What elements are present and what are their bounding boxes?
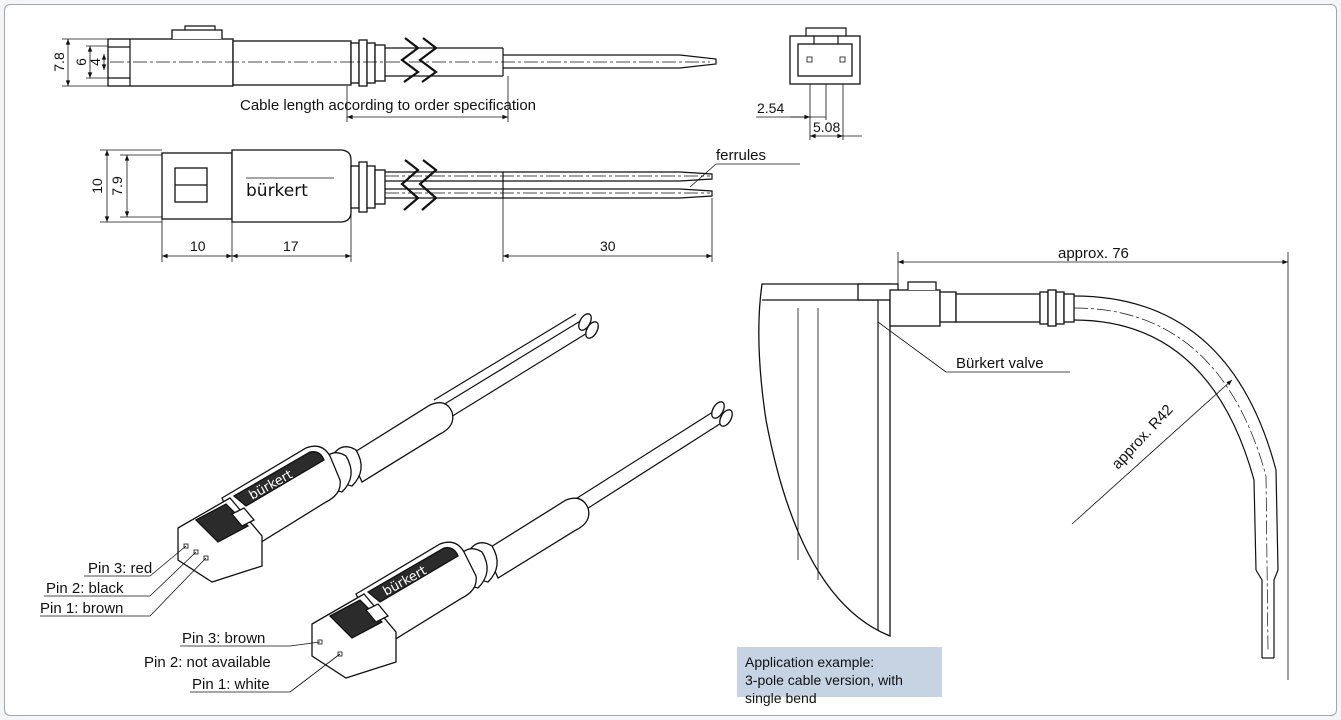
dim-7-8: 7.8 xyxy=(51,52,67,72)
housing xyxy=(232,40,352,86)
note-line-1: Application example: xyxy=(745,654,875,670)
iso-connector-2pole: bürkert Pin 3: brown Pin 2: not availabl… xyxy=(144,401,733,693)
pin3-red-label: Pin 3: red xyxy=(88,560,152,577)
dim-10-length: 10 xyxy=(190,238,206,254)
application-note: Application example: 3-pole cable versio… xyxy=(737,647,942,706)
dim-7-9: 7.9 xyxy=(109,176,125,196)
side-view: 7.8 6 4 Cable length according to order … xyxy=(51,25,717,122)
note-line-2: 3-pole cable version, with single bend xyxy=(745,672,903,706)
pin1-brown-label: Pin 1: brown xyxy=(40,600,123,617)
logo-text: bürkert xyxy=(246,181,308,201)
burkert-valve-label: Bürkert valve xyxy=(956,355,1044,372)
pin1-white-label: Pin 1: white xyxy=(192,676,270,693)
plug-head xyxy=(107,38,234,87)
dim-30: 30 xyxy=(600,238,616,254)
dim-6: 6 xyxy=(73,58,89,66)
front-view: 2.54 5.08 xyxy=(756,27,862,140)
application-example: Bürkert valve approx. R42 approx. 76 xyxy=(758,245,1289,680)
dim-10-height: 10 xyxy=(89,178,105,194)
cable-length-label: Cable length according to order specific… xyxy=(240,97,536,114)
pin2-na-label: Pin 2: not available xyxy=(144,654,271,671)
dim-2-54: 2.54 xyxy=(757,100,784,116)
dim-5-08: 5.08 xyxy=(813,119,840,135)
valve-body xyxy=(758,283,891,637)
pin3-brown-label: Pin 3: brown xyxy=(182,630,265,647)
ferrules-label: ferrules xyxy=(716,147,766,164)
approx-76-label: approx. 76 xyxy=(1058,245,1129,262)
pin2-black-label: Pin 2: black xyxy=(46,580,124,597)
radius-label: approx. R42 xyxy=(1108,401,1176,472)
dim-4: 4 xyxy=(87,58,103,66)
plan-view: bürkert ferrules 10 7.9 xyxy=(89,147,800,262)
iso-connector-3pole: bürkert Pin 3: red Pin 2: black Pin 1: b… xyxy=(40,313,599,617)
drawing-frame xyxy=(4,4,1337,716)
dim-17: 17 xyxy=(283,238,299,254)
